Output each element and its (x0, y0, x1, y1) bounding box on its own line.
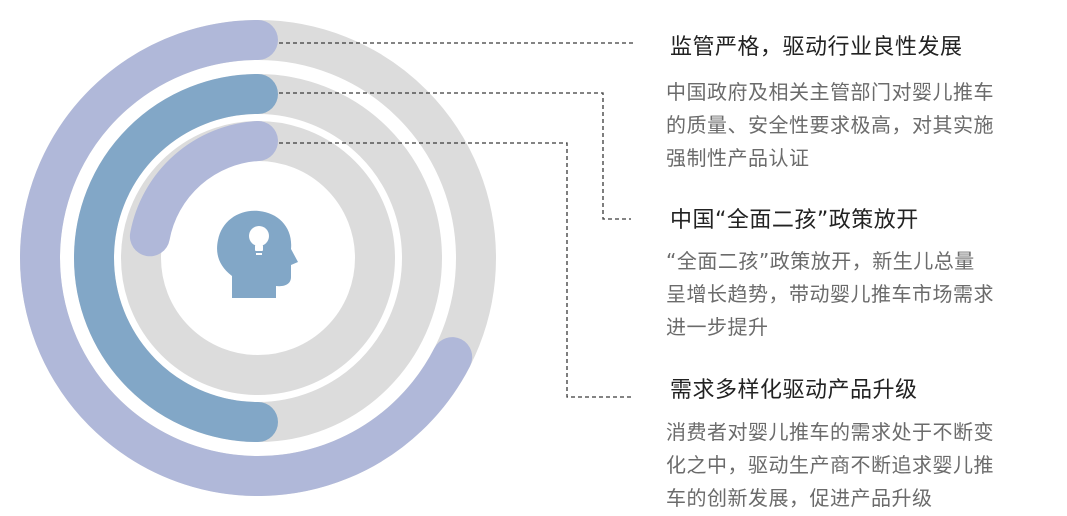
item-3-desc-line: 消费者对婴儿推车的需求处于不断变 (666, 420, 994, 444)
outer-ring-arc (20, 20, 473, 496)
item-3-desc-line: 车的创新发展，促进产品升级 (666, 486, 933, 510)
item-1-title: 监管严格，驱动行业良性发展 (670, 35, 963, 60)
item-2-desc-line: 进一步提升 (666, 315, 769, 339)
item-2-desc-line: 呈增长趋势，带动婴儿推车市场需求 (666, 282, 994, 306)
item-1-desc-line: 的质量、安全性要求极高，对其实施 (666, 113, 994, 137)
item-1-desc-line: 强制性产品认证 (666, 146, 810, 170)
inner-ring-arc (129, 121, 278, 257)
item-3-description: 消费者对婴儿推车的需求处于不断变 化之中，驱动生产商不断追求婴儿推 车的创新发展… (666, 416, 994, 515)
item-2-desc-line: “全面二孩”政策放开，新生儿总量 (666, 249, 975, 273)
item-3-title: 需求多样化驱动产品升级 (670, 378, 918, 403)
item-1-description: 中国政府及相关主管部门对婴儿推车 的质量、安全性要求极高，对其实施 强制性产品认… (666, 76, 994, 175)
head-lightbulb-icon (217, 210, 298, 298)
item-2-description: “全面二孩”政策放开，新生儿总量 呈增长趋势，带动婴儿推车市场需求 进一步提升 (666, 245, 994, 344)
item-2-title: 中国“全面二孩”政策放开 (670, 208, 919, 233)
leader-line-3 (279, 142, 631, 398)
item-3-desc-line: 化之中，驱动生产商不断追求婴儿推 (666, 453, 994, 477)
item-1-desc-line: 中国政府及相关主管部门对婴儿推车 (666, 80, 994, 104)
leader-line-2 (279, 92, 631, 220)
middle-ring-arc (74, 74, 278, 442)
